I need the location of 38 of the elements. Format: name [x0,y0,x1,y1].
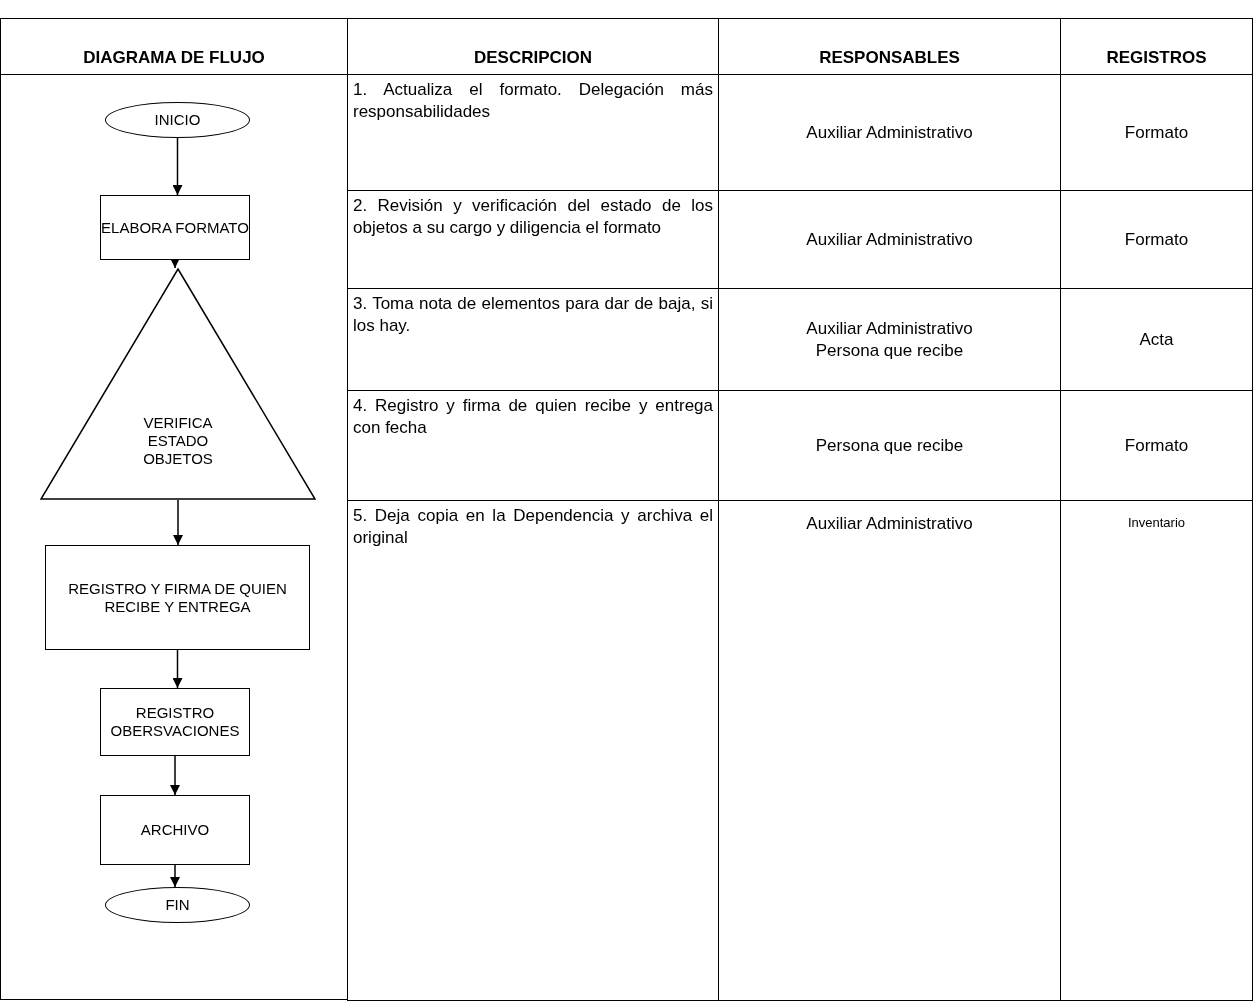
node-label: FIN [165,896,190,914]
process-box [45,545,310,650]
table-text: Auxiliar Administrativo [806,513,973,535]
column-header: DIAGRAMA DE FLUJO [83,46,265,69]
table-text: Auxiliar Administrativo [806,228,973,251]
arrow [170,864,180,888]
table-text: Formato [1124,121,1189,144]
arrow [170,755,180,796]
node-label: REGISTRO OBERSVACIONES [109,704,241,740]
table-text: Formato [1124,434,1189,457]
table-text: Auxiliar Administrativo [806,121,973,144]
process-box [100,795,250,865]
column-header: REGISTROS [1106,46,1207,69]
node-label: REGISTRO Y FIRMA DE QUIEN RECIBE Y ENTREGA [67,579,288,616]
table-text: Acta [1139,328,1174,351]
arrow [170,258,180,269]
process-box [100,688,250,756]
node-label: VERIFICA ESTADO OBJETOS [142,414,214,468]
step-description: 2. Revisión y verificación del estado de los objetos a su cargo y diligencia el formato [353,195,713,239]
column-header: DESCRIPCION [473,46,593,69]
table-text: Inventario [1127,514,1186,532]
node-label: INICIO [154,111,201,129]
step-description: 5. Deja copia en la Dependencia y archiva el original [353,505,713,549]
table-text: Persona que recibe [815,434,964,457]
node-label: ARCHIVO [140,821,210,839]
arrow [172,137,183,196]
process-box [100,195,250,260]
arrow [173,499,183,546]
arrow [172,649,183,689]
column-header: RESPONSABLES [819,46,960,69]
step-description: 3. Toma nota de elementos para dar de baja, si los hay. [353,293,713,337]
step-description: 1. Actualiza el formato. Delegación más responsabilidades [353,79,713,123]
decision-triangle [40,268,316,500]
node-label: ELABORA FORMATO [101,218,249,237]
table-text: Persona que recibe [815,339,964,362]
table-text: Auxiliar Administrativo [806,317,973,340]
table-text: Formato [1124,228,1189,251]
step-description: 4. Registro y firma de quien recibe y entrega con fecha [353,395,713,439]
